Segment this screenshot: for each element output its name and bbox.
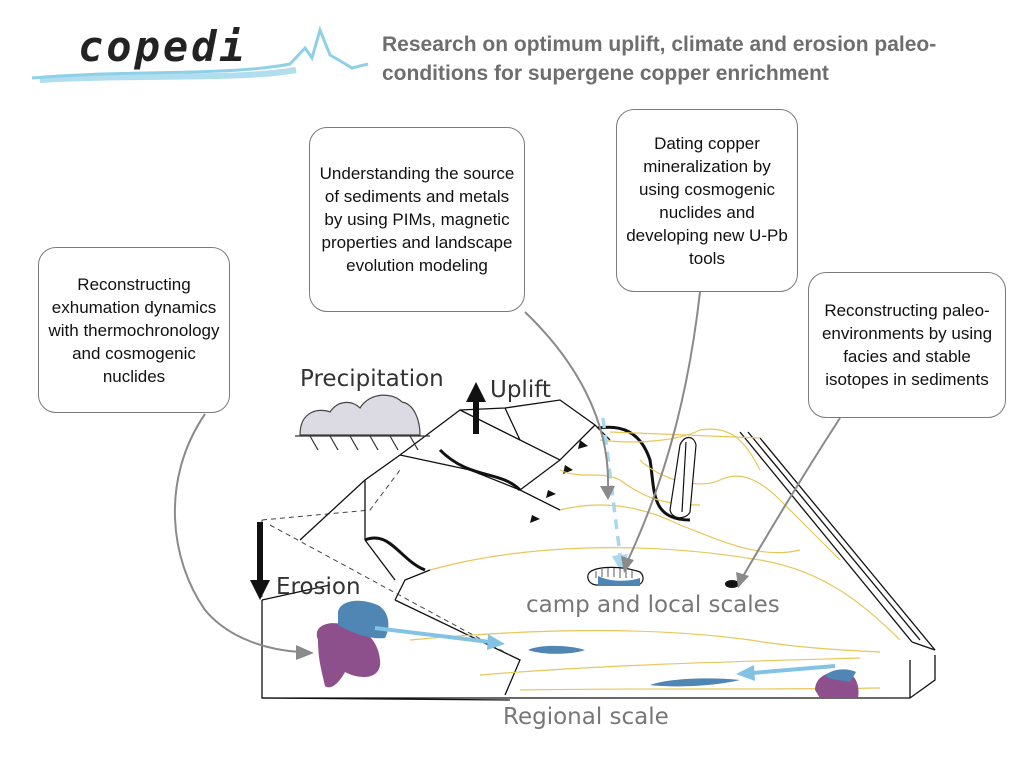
- precipitation-label: Precipitation: [300, 366, 444, 392]
- thrust-teeth: [530, 440, 588, 523]
- transport-arrows: [374, 626, 836, 681]
- thick-faults: [364, 425, 691, 572]
- sediment-lines: [409, 428, 901, 691]
- page-title: Research on optimum uplift, climate and …: [382, 33, 937, 85]
- bubble-paleo-text: Reconstructing paleo-environments by usi…: [821, 301, 993, 389]
- uplift-label: Uplift: [490, 377, 551, 403]
- bubble-dating-text: Dating copper mineralization by using co…: [626, 133, 788, 268]
- sample-site-dot: [725, 580, 739, 588]
- uplift-arrow-icon: [466, 382, 486, 434]
- ore-body-left: [316, 600, 389, 688]
- bubble-dating: Dating copper mineralization by using co…: [616, 109, 798, 292]
- logo-text: copedi: [78, 22, 248, 71]
- mountain-range: [299, 399, 611, 581]
- camp-scale-label: camp and local scales: [526, 592, 780, 618]
- erosion-label: Erosion: [276, 574, 361, 600]
- bubble-paleo: Reconstructing paleo-environments by usi…: [808, 272, 1006, 418]
- connector-arrowheads: [296, 486, 749, 660]
- ore-body-right: [815, 669, 859, 698]
- bubble-exhumation: Reconstructing exhumation dynamics with …: [38, 247, 230, 413]
- bubble-sediments-text: Understanding the source of sediments an…: [319, 164, 515, 275]
- bubble-connectors: [173, 291, 841, 653]
- alluvial-fan: [669, 436, 697, 519]
- logo-swoosh: [31, 25, 369, 83]
- transported-ore-lenses: [528, 645, 740, 687]
- erosion-arrow-icon: [250, 522, 270, 600]
- regional-scale-label: Regional scale: [503, 704, 669, 730]
- precipitation-cloud-icon: [295, 394, 430, 451]
- ore-deposit-icon: [587, 566, 644, 586]
- bubble-exhumation-text: Reconstructing exhumation dynamics with …: [48, 274, 220, 386]
- bubble-sediments: Understanding the source of sediments an…: [309, 127, 525, 312]
- block-outline: [261, 431, 936, 701]
